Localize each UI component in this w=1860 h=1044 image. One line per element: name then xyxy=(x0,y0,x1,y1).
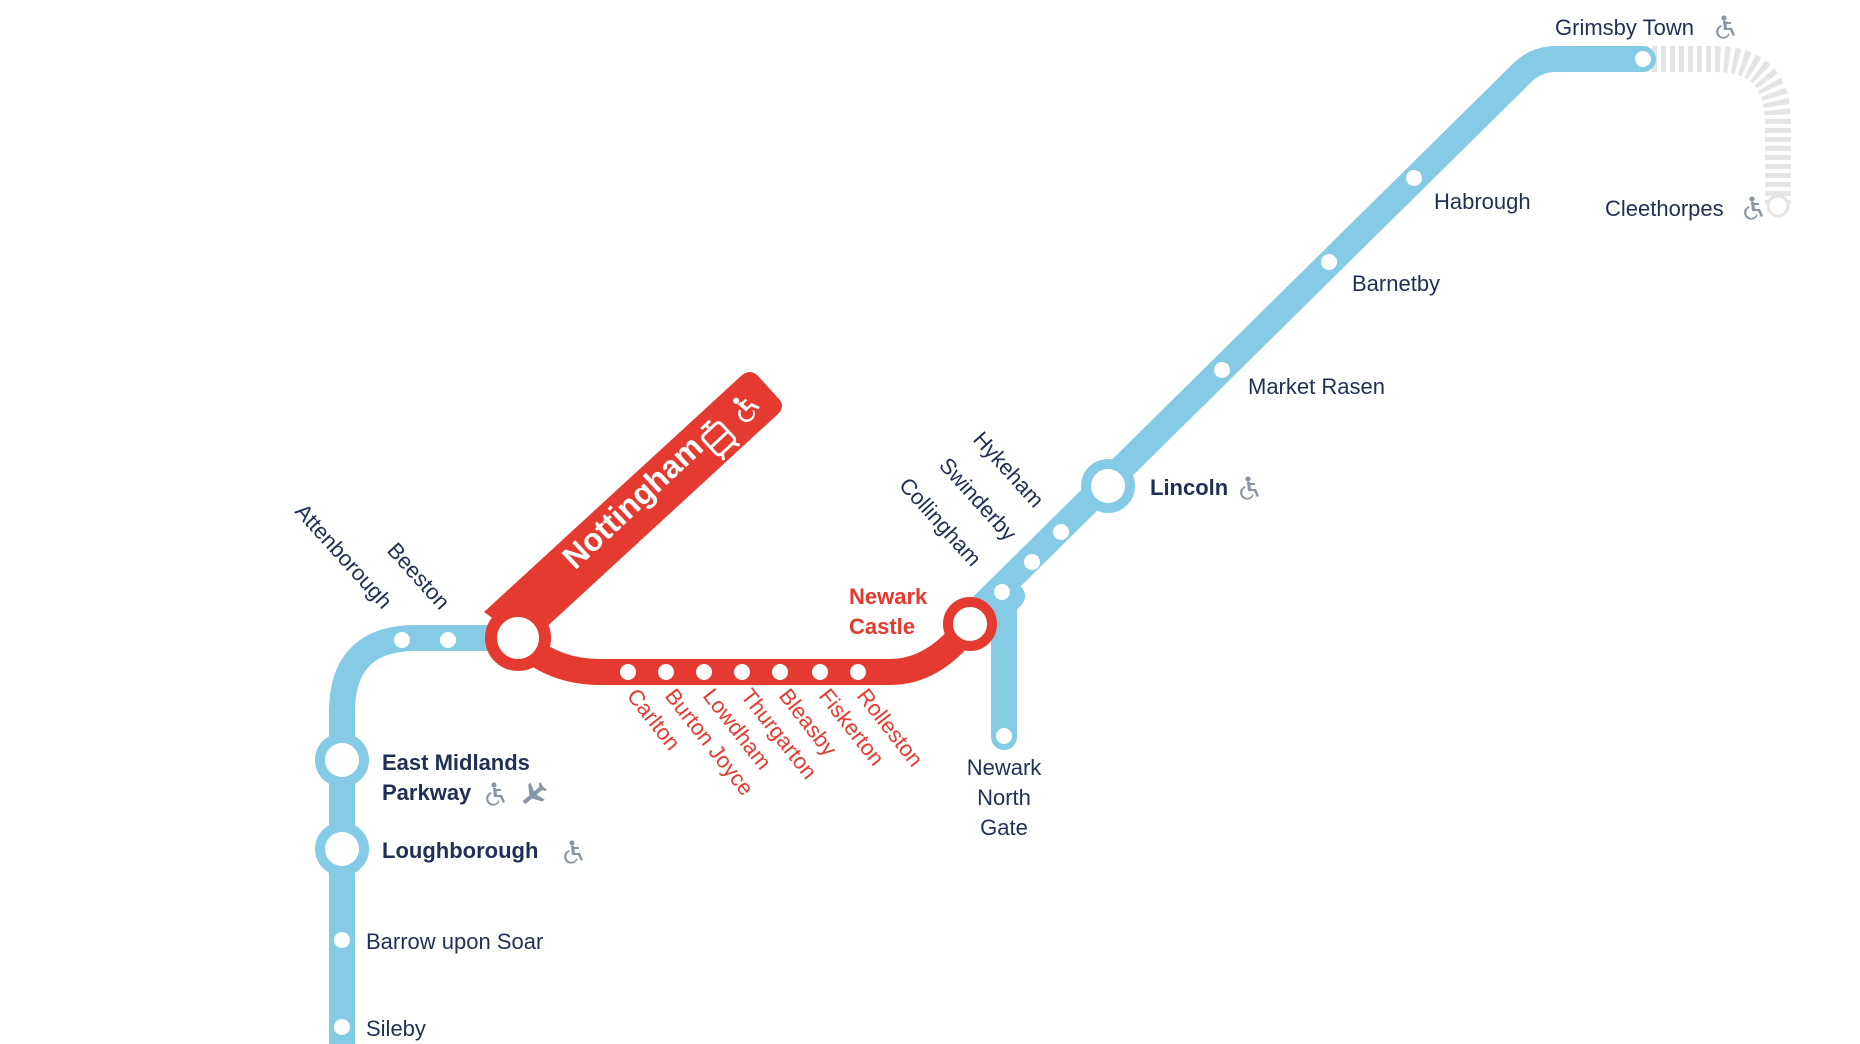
station-marker-market-rasen[interactable] xyxy=(1214,362,1230,378)
line-cleethorpes-section xyxy=(1643,46,1791,204)
station-marker-barrow-upon-soar[interactable] xyxy=(334,932,350,948)
nottingham-label: Nottingham xyxy=(555,428,710,576)
tram-icon xyxy=(700,419,741,461)
station-marker-lincoln[interactable] xyxy=(1081,459,1135,513)
station-marker-burton-joyce[interactable] xyxy=(658,664,674,680)
station-marker-newark-north-gate[interactable] xyxy=(996,728,1012,744)
label-sileby: Sileby xyxy=(366,1016,426,1041)
label-newark-castle-line-1: Newark xyxy=(849,584,928,609)
wheelchair-icon xyxy=(1716,15,1735,39)
label-newark-north-gate-line-1: Newark xyxy=(967,755,1043,780)
label-east-midlands-parkway-line-2: Parkway xyxy=(382,780,472,805)
label-grimsby-town: Grimsby Town xyxy=(1555,15,1694,40)
station-marker-lowdham[interactable] xyxy=(696,664,712,680)
wheelchair-icon xyxy=(1744,196,1763,220)
station-marker-grimsby-town[interactable] xyxy=(1635,51,1651,67)
line-blue-spur xyxy=(991,583,1025,750)
label-lincoln: Lincoln xyxy=(1150,475,1228,500)
label-newark-castle-line-2: Castle xyxy=(849,614,915,639)
nottingham-banner xyxy=(484,372,782,644)
station-marker-attenborough[interactable] xyxy=(394,632,410,648)
station-marker-bleasby[interactable] xyxy=(772,664,788,680)
station-marker-habrough[interactable] xyxy=(1406,170,1422,186)
station-marker-carlton[interactable] xyxy=(620,664,636,680)
station-marker-rolleston[interactable] xyxy=(850,664,866,680)
label-barnetby: Barnetby xyxy=(1352,271,1440,296)
station-marker-sileby[interactable] xyxy=(334,1019,350,1035)
label-market-rasen: Market Rasen xyxy=(1248,374,1385,399)
label-barrow-upon-soar: Barrow upon Soar xyxy=(366,929,543,954)
station-marker-cleethorpes[interactable] xyxy=(1766,194,1790,218)
station-marker-beeston[interactable] xyxy=(440,632,456,648)
label-habrough: Habrough xyxy=(1434,189,1531,214)
wheelchair-icon xyxy=(564,840,583,864)
station-marker-thurgarton[interactable] xyxy=(734,664,750,680)
label-newark-north-gate-line-2: North xyxy=(977,785,1031,810)
label-beeston: Beeston xyxy=(382,538,455,615)
station-marker-barnetby[interactable] xyxy=(1321,254,1337,270)
airplane-icon xyxy=(522,782,547,805)
station-marker-newark-castle[interactable] xyxy=(943,597,997,651)
station-marker-east-midlands-parkway[interactable] xyxy=(315,733,369,787)
wheelchair-icon xyxy=(486,782,505,806)
station-marker-collingham[interactable] xyxy=(994,584,1010,600)
station-marker-swinderby[interactable] xyxy=(1024,554,1040,570)
station-marker-fiskerton[interactable] xyxy=(812,664,828,680)
nottingham-hub[interactable]: Nottingham xyxy=(484,372,782,671)
wheelchair-icon xyxy=(1240,476,1259,500)
label-cleethorpes: Cleethorpes xyxy=(1605,196,1724,221)
label-attenborough: Attenborough xyxy=(290,499,397,614)
station-marker-hykeham[interactable] xyxy=(1053,524,1069,540)
label-newark-north-gate-line-3: Gate xyxy=(980,815,1028,840)
station-marker-nottingham[interactable] xyxy=(485,605,551,671)
label-loughborough: Loughborough xyxy=(382,838,538,863)
label-east-midlands-parkway-line-1: East Midlands xyxy=(382,750,530,775)
station-marker-loughborough[interactable] xyxy=(315,822,369,876)
